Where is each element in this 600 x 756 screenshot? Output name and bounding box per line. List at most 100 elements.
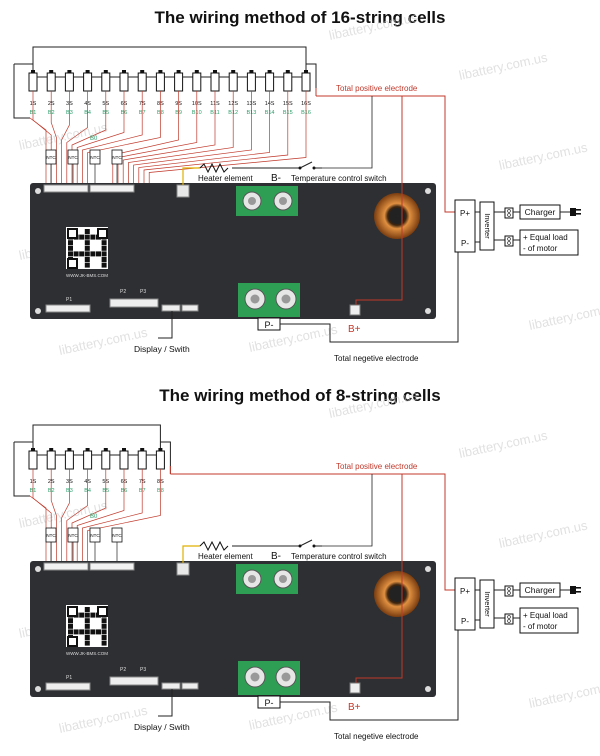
pack-loop-wire — [32, 424, 161, 451]
battery-cell — [155, 72, 165, 92]
balance-connector-1 — [43, 184, 89, 193]
pack-positive-lead — [306, 63, 317, 96]
balance-wire — [71, 469, 107, 563]
ntc-label: NTC — [46, 155, 56, 160]
pack-negative-wire — [13, 64, 30, 119]
battery-terminal — [122, 448, 126, 451]
switch-return-wire — [322, 474, 373, 547]
qr-module — [84, 618, 90, 624]
qr-module — [79, 629, 85, 635]
heater-element-symbol — [199, 540, 229, 552]
bolt-center — [250, 672, 260, 682]
bms-board — [30, 561, 436, 697]
port-display — [161, 304, 181, 312]
diagram-8-string: libattery.com.uslibattery.com.uslibatter… — [13, 387, 600, 741]
terminal-screw — [507, 209, 511, 213]
mount-hole — [35, 308, 41, 314]
ntc-label: NTC — [68, 155, 78, 160]
qr-module — [90, 612, 96, 618]
b0-wire — [29, 117, 47, 185]
qr-module — [84, 257, 90, 262]
qr-module — [79, 251, 85, 257]
qr-module — [73, 251, 79, 257]
watermark-text: libattery.com.us — [458, 427, 550, 461]
p-minus-board-label: P- — [265, 698, 274, 708]
battery-cell — [64, 72, 74, 92]
battery-terminal — [267, 70, 272, 73]
pack-negative-wire — [13, 442, 30, 497]
balance-wire — [66, 469, 88, 563]
battery-cell — [83, 450, 93, 470]
b-plus-pad — [349, 304, 361, 316]
battery-terminal — [158, 70, 163, 73]
b0-label: B0 — [90, 514, 98, 520]
b-minus-label: B- — [271, 173, 281, 184]
heater-wire — [182, 167, 200, 185]
balance-wire — [87, 91, 161, 185]
total-negative-label: Total negetive electrode — [334, 732, 419, 741]
ntc-label: NTC — [90, 533, 100, 538]
bolt-center — [279, 197, 287, 205]
battery-cell — [46, 450, 56, 470]
switch-return-wire — [322, 96, 373, 169]
b-plus-red-wire — [355, 474, 403, 683]
qr-module — [73, 629, 79, 635]
port-p2-p3 — [109, 298, 159, 308]
plug-prong — [576, 587, 581, 589]
battery-cell — [101, 450, 111, 470]
balance-wire — [76, 91, 125, 185]
qr-module — [84, 607, 90, 612]
battery-cell — [246, 72, 256, 92]
battery-cell — [28, 450, 38, 470]
balance-wire — [143, 91, 289, 185]
mount-hole — [35, 188, 41, 194]
total-negative-label: Total negetive electrode — [334, 354, 419, 363]
port-display — [161, 682, 181, 690]
battery-terminal — [122, 70, 126, 73]
balance-wire — [138, 91, 270, 185]
qr-module — [96, 251, 101, 257]
balance-wire — [128, 91, 234, 185]
temp-switch-contact — [299, 161, 313, 169]
battery-terminal — [231, 70, 236, 73]
qr-module — [101, 251, 107, 257]
balance-connector-2 — [89, 562, 135, 571]
output-terminal-block — [454, 199, 476, 253]
heater-element-symbol — [199, 162, 229, 174]
display-cable — [158, 311, 173, 339]
battery-cell — [228, 72, 238, 92]
qr-module — [68, 623, 73, 629]
balance-wire — [87, 469, 161, 563]
board-p2-label: P2 — [120, 289, 126, 295]
battery-terminal — [31, 448, 35, 451]
title-16-string: The wiring method of 16-string cells — [154, 8, 446, 27]
qr-module — [84, 635, 90, 640]
temp-switch-label: Temperature control switch — [291, 174, 387, 183]
total-positive-wire — [322, 95, 455, 213]
port-switch — [181, 304, 199, 312]
watermark-text: libattery.com.us — [528, 299, 600, 333]
port-p1 — [45, 304, 91, 313]
terminal-screw — [507, 237, 511, 241]
plug-prong — [576, 209, 581, 211]
inverter-label: Inverter — [483, 213, 492, 239]
heater-element-label: Heater element — [198, 174, 253, 183]
heater-pad — [176, 184, 190, 198]
bms-board — [30, 183, 436, 319]
load-line2-label: - of motor — [523, 622, 558, 631]
qr-module — [84, 245, 90, 251]
board-p1-label: P1 — [66, 297, 72, 303]
watermark-text: libattery.com.us — [498, 139, 590, 173]
balance-wire — [71, 91, 107, 185]
toroid-core — [389, 208, 405, 224]
battery-terminal — [176, 70, 181, 73]
switch-dot — [298, 166, 302, 170]
battery-cell — [137, 72, 147, 92]
b-plus-label: B+ — [348, 324, 361, 335]
b-minus-label: B- — [271, 551, 281, 562]
balance-wire — [148, 91, 307, 185]
battery-cell — [101, 72, 111, 92]
p-plus-label: P+ — [460, 209, 470, 218]
ntc-label: NTC — [112, 155, 122, 160]
qr-caption: WWW.JK-BMS.COM — [66, 273, 108, 278]
